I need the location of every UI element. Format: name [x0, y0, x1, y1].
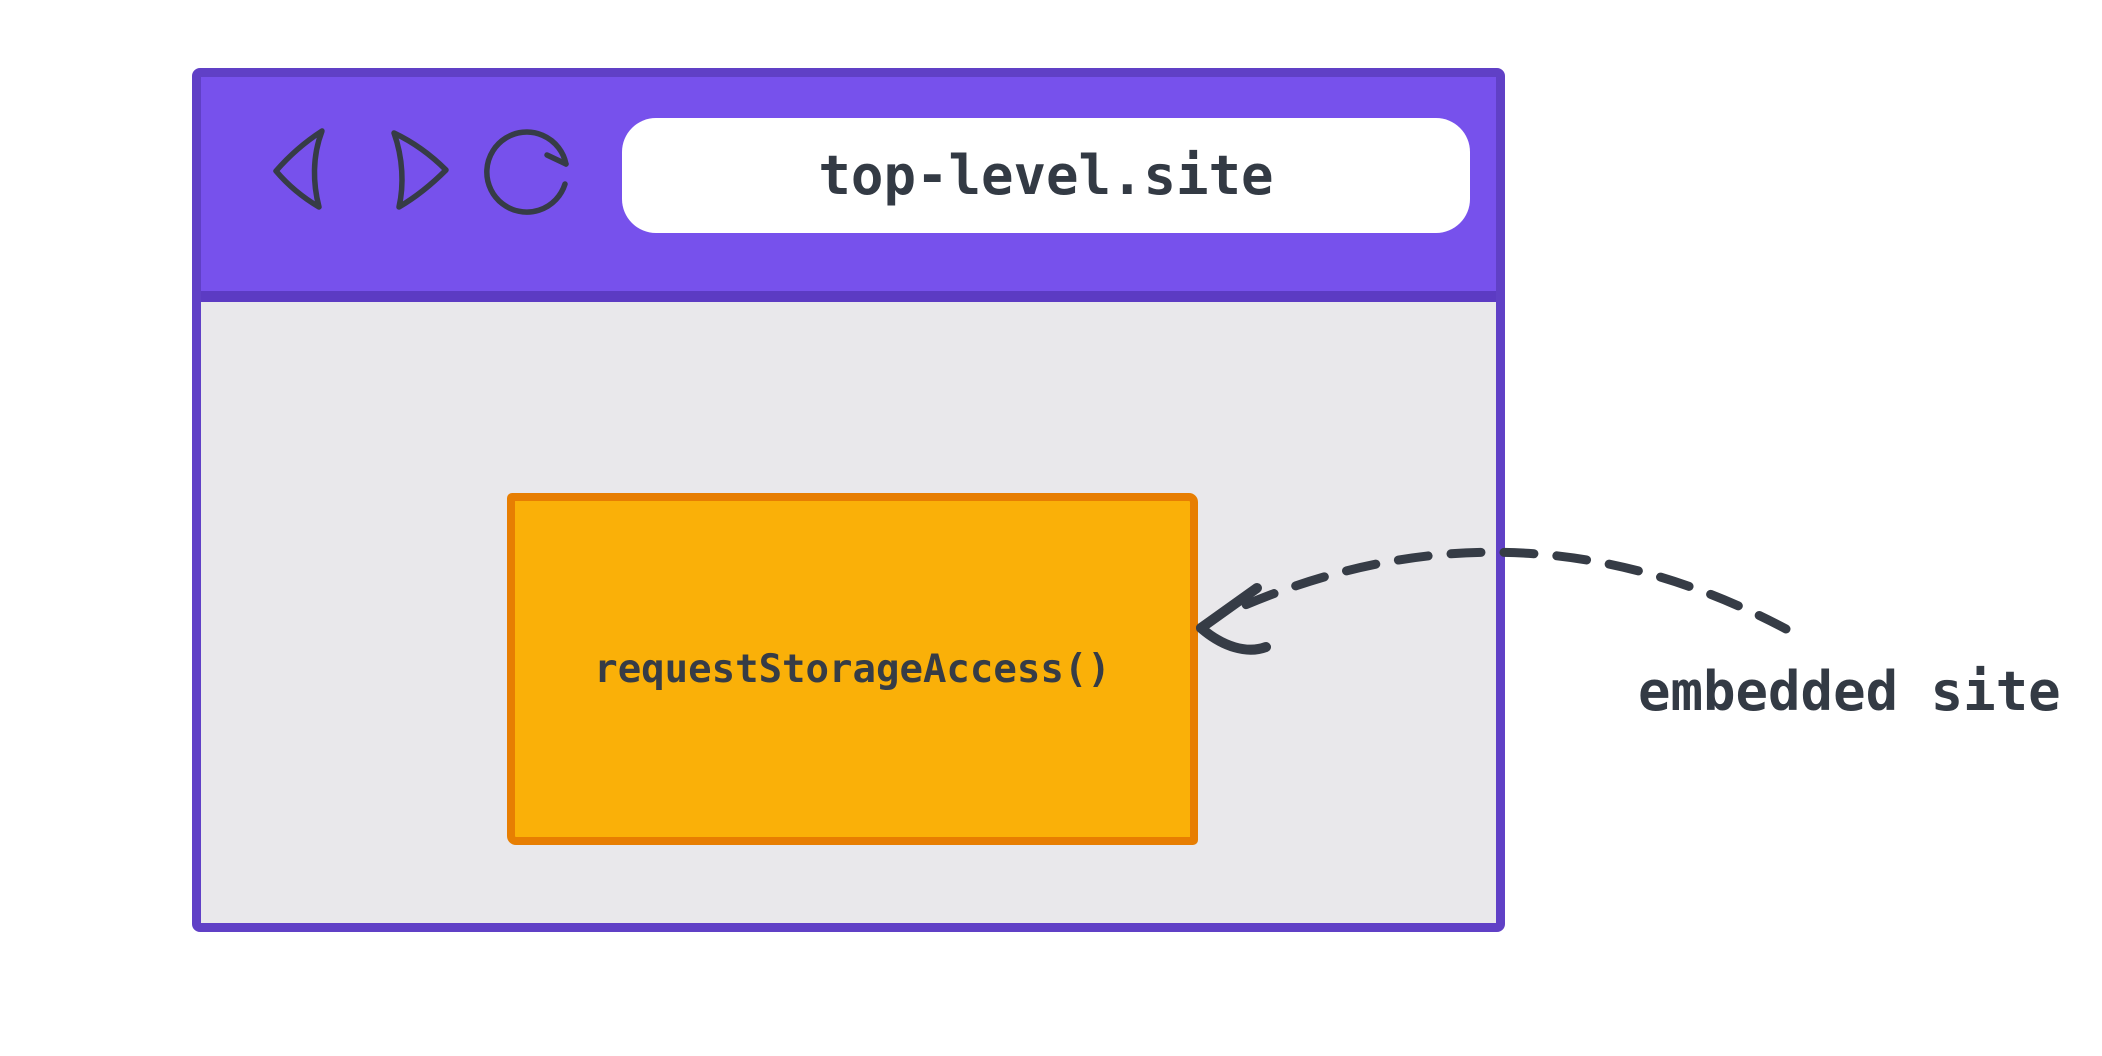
url-bar[interactable]: top-level.site: [622, 118, 1470, 233]
annotation-arrow: [1196, 547, 1791, 655]
toolbar-nav-icons: [273, 128, 569, 215]
browser-window: top-level.site: [192, 68, 1505, 932]
annotation-label: embedded site: [1638, 660, 2061, 723]
embedded-frame-label: requestStorageAccess(): [594, 646, 1111, 692]
arrowhead-icon: [1196, 583, 1271, 655]
embedded-frame: requestStorageAccess(): [507, 493, 1198, 845]
back-icon[interactable]: [273, 128, 325, 210]
reload-icon[interactable]: [484, 129, 569, 215]
forward-icon[interactable]: [391, 130, 449, 210]
url-text: top-level.site: [818, 144, 1274, 207]
browser-toolbar: top-level.site: [201, 77, 1496, 302]
